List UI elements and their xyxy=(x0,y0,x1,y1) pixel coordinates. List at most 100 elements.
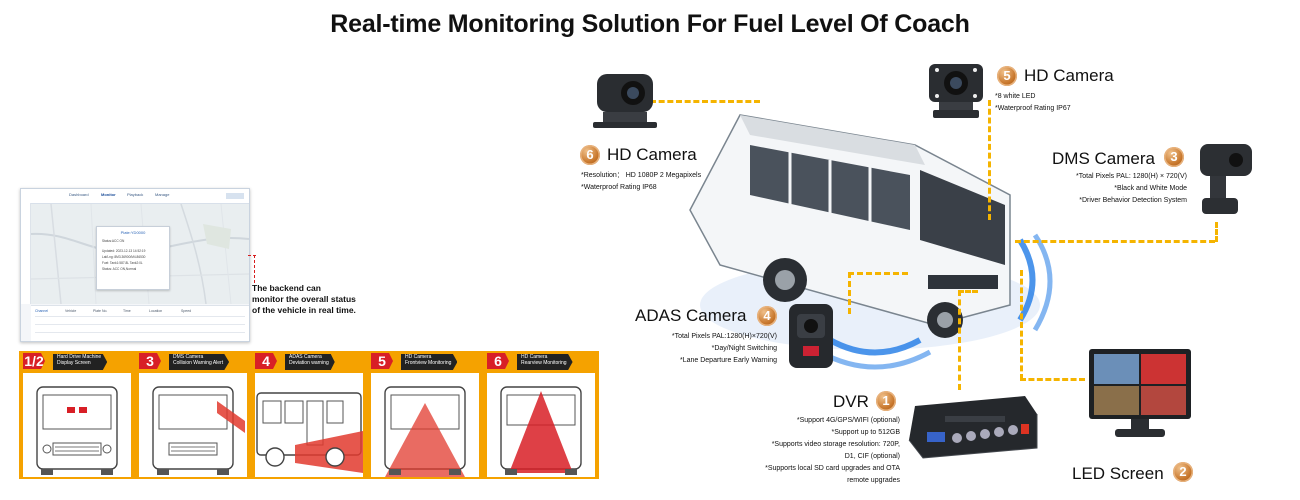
backend-dashboard-screenshot: Dashboard Monitor Playback Manage Plate:… xyxy=(20,188,250,342)
spec-line: *Resolution： HD 1080P 2 Megapixels xyxy=(581,172,702,179)
card-label-line: DMS Camera xyxy=(173,354,204,360)
bus-front-sketch xyxy=(371,373,479,477)
popup-row: Status: ACC ON,Normal xyxy=(102,267,137,271)
led-screen-title: LED Screen xyxy=(1072,464,1164,483)
dashboard-tab-dashboard: Dashboard xyxy=(69,192,89,197)
spec-line: D1, CIF (optional) xyxy=(844,453,900,460)
dvr-badge: 1 xyxy=(876,391,896,411)
connector-hd-camera-5 xyxy=(988,100,991,220)
connector-led-screen xyxy=(1020,270,1023,380)
spec-line: *Total Pixels PAL:1280(H)×720(V) xyxy=(671,333,777,340)
connector-dms-camera xyxy=(1015,240,1215,243)
dashboard-tab-playback: Playback xyxy=(127,192,144,197)
connector-hd-camera-6 xyxy=(650,100,760,103)
dvr-device xyxy=(908,396,1038,459)
dashboard-tab-monitor: Monitor xyxy=(101,192,116,197)
hd-camera-5-device xyxy=(929,64,983,118)
adas-camera-badge: 4 xyxy=(757,306,777,326)
table-header: Speed xyxy=(181,309,192,313)
card-label-line: HD Camera xyxy=(521,354,548,360)
dashboard-tab-manage: Manage xyxy=(155,192,170,197)
adas-camera-title: ADAS Camera xyxy=(635,306,747,325)
note-connector xyxy=(248,255,256,256)
card-label-line: ADAS Camera xyxy=(289,354,322,360)
card-number: 6 xyxy=(487,353,509,369)
hd-camera-6-badge: 6 xyxy=(580,145,600,165)
popup-row: Lat/Lng: 8M3.36900/M4.86530 xyxy=(102,255,146,259)
dashboard-map: Plate:YD0000 Status:ACC ON Updated: 2023… xyxy=(30,203,249,305)
bus-side-sketch xyxy=(255,373,363,477)
card-number: 5 xyxy=(371,353,393,369)
table-divider xyxy=(35,332,245,333)
table-header: Vehicle xyxy=(65,309,77,313)
dashboard-topbar: Dashboard Monitor Playback Manage xyxy=(21,189,249,204)
card-label-line: Rearview Monitoring xyxy=(521,359,567,366)
spec-line: *Waterproof Rating IP67 xyxy=(995,105,1071,112)
spec-line: *Supports local SD card upgrades and OTA xyxy=(765,465,900,472)
spec-line: *Supports video storage resolution: 720P… xyxy=(771,441,900,448)
led-screen-badge: 2 xyxy=(1173,462,1193,482)
spec-line: *Driver Behavior Detection System xyxy=(1079,197,1187,204)
table-header: Plate No. xyxy=(93,309,108,313)
hd-camera-6-specs: *Resolution： HD 1080P 2 Megapixels *Wate… xyxy=(581,170,701,194)
card-number: 3 xyxy=(139,353,161,369)
card-label-line: Deviation warning xyxy=(289,359,329,366)
bus-rear-sketch xyxy=(487,373,595,477)
popup-row: Fuel: Tank1:587.8L Tank2:0L xyxy=(102,261,143,265)
backend-note-line: of the vehicle in real time. xyxy=(252,305,356,315)
dvr-specs: *Support 4G/GPS/WIFI (optional) *Support… xyxy=(740,415,900,487)
connector-dvr xyxy=(958,290,978,293)
dms-camera-title: DMS Camera xyxy=(1052,149,1155,168)
vehicle-info-popup: Plate:YD0000 Status:ACC ON Updated: 2023… xyxy=(96,226,170,290)
backend-note: The backend can monitor the overall stat… xyxy=(252,283,356,316)
dms-camera-badge: 3 xyxy=(1164,147,1184,167)
spec-line: *Day/Night Switching xyxy=(711,345,777,352)
bus-front-sketch xyxy=(139,373,247,477)
popup-row: Updated: 2023-12-13 14:52:19 xyxy=(102,249,146,253)
connector-adas-camera xyxy=(848,272,851,314)
spec-line: *Waterproof Rating IP68 xyxy=(581,184,657,191)
spec-line: *Support 4G/GPS/WIFI (optional) xyxy=(796,417,900,424)
bus-illustration xyxy=(689,114,1053,370)
user-menu xyxy=(226,193,244,199)
card-number: 4 xyxy=(255,353,277,369)
table-divider xyxy=(35,316,245,317)
page-title: Real-time Monitoring Solution For Fuel L… xyxy=(330,10,970,38)
backend-note-line: The backend can xyxy=(252,283,321,293)
connector-dvr xyxy=(958,290,961,390)
spec-line: *Black and White Mode xyxy=(1114,185,1187,192)
dashboard-table: Channel Vehicle Plate No. Time Location … xyxy=(31,305,249,341)
card-number: 1/2 xyxy=(23,353,45,369)
card-label-line: Collision Warning Alert xyxy=(173,359,224,366)
table-header: Time xyxy=(123,309,131,313)
card-label-line: Display Screen xyxy=(57,359,91,366)
hd-camera-5-specs: *8 white LED *Waterproof Rating IP67 xyxy=(995,91,1071,115)
spec-line: *Total Pixels PAL: 1280(H) × 720(V) xyxy=(1076,173,1187,180)
table-header: Channel xyxy=(35,309,49,313)
bus-front-sketch xyxy=(23,373,131,477)
adas-camera-device xyxy=(789,304,833,368)
card-label-line: Frontview Monitoring xyxy=(405,359,452,366)
connector-dms-camera xyxy=(1215,222,1218,242)
connector-adas-camera xyxy=(848,272,908,275)
hd-camera-5-badge: 5 xyxy=(997,66,1017,86)
table-divider xyxy=(35,324,245,325)
adas-camera-specs: *Total Pixels PAL:1280(H)×720(V) *Day/Ni… xyxy=(640,331,777,367)
hd-camera-6-device xyxy=(593,74,657,128)
card-label-line: HD Camera xyxy=(405,354,432,360)
popup-row: Status:ACC ON xyxy=(102,239,125,243)
spec-line: *Support up to 512GB xyxy=(831,429,901,436)
backend-note-line: monitor the overall status xyxy=(252,294,356,304)
popup-title: Plate:YD0000 xyxy=(120,230,146,235)
spec-line: remote upgrades xyxy=(847,477,900,484)
led-screen-device xyxy=(1089,349,1191,437)
connector-led-screen xyxy=(1020,378,1085,381)
